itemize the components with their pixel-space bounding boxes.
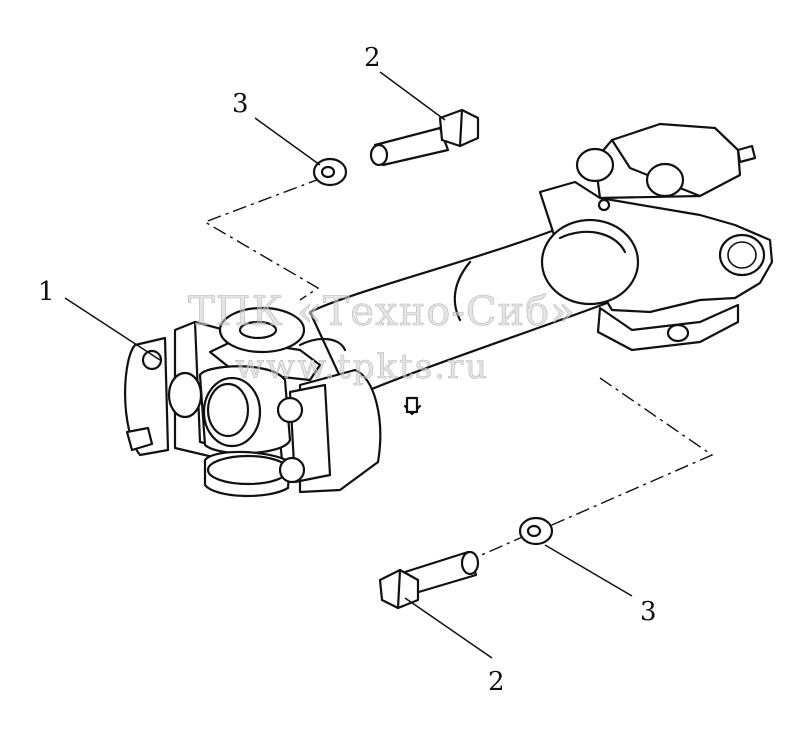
left-universal-joint xyxy=(124,306,382,497)
watermark-company: ТПК «Техно-Сиб» xyxy=(188,289,576,335)
right-yoke xyxy=(538,122,774,352)
upper-bolt xyxy=(369,108,480,167)
callout-3-upper: 3 xyxy=(232,89,249,119)
assembly-line-bolt-lower xyxy=(469,534,528,561)
callout-2-lower: 2 xyxy=(488,667,505,697)
assembly-lines xyxy=(203,177,714,561)
leader-2-upper xyxy=(379,71,446,121)
leader-3-lower xyxy=(544,544,633,597)
callout-1: 1 xyxy=(38,277,55,307)
lower-washer xyxy=(518,516,554,546)
leader-2-lower xyxy=(404,597,493,659)
leader-1 xyxy=(64,297,161,361)
leader-3-upper xyxy=(254,117,321,166)
lower-bolt xyxy=(378,550,480,610)
watermark-url: www.tpkts.ru xyxy=(235,347,489,387)
upper-washer xyxy=(312,157,348,187)
callout-3-lower: 3 xyxy=(640,597,657,627)
assembly-line-upper xyxy=(203,177,323,301)
callout-2-upper: 2 xyxy=(364,43,381,73)
leader-lines xyxy=(64,71,633,659)
assembly-line-lower xyxy=(544,377,714,529)
